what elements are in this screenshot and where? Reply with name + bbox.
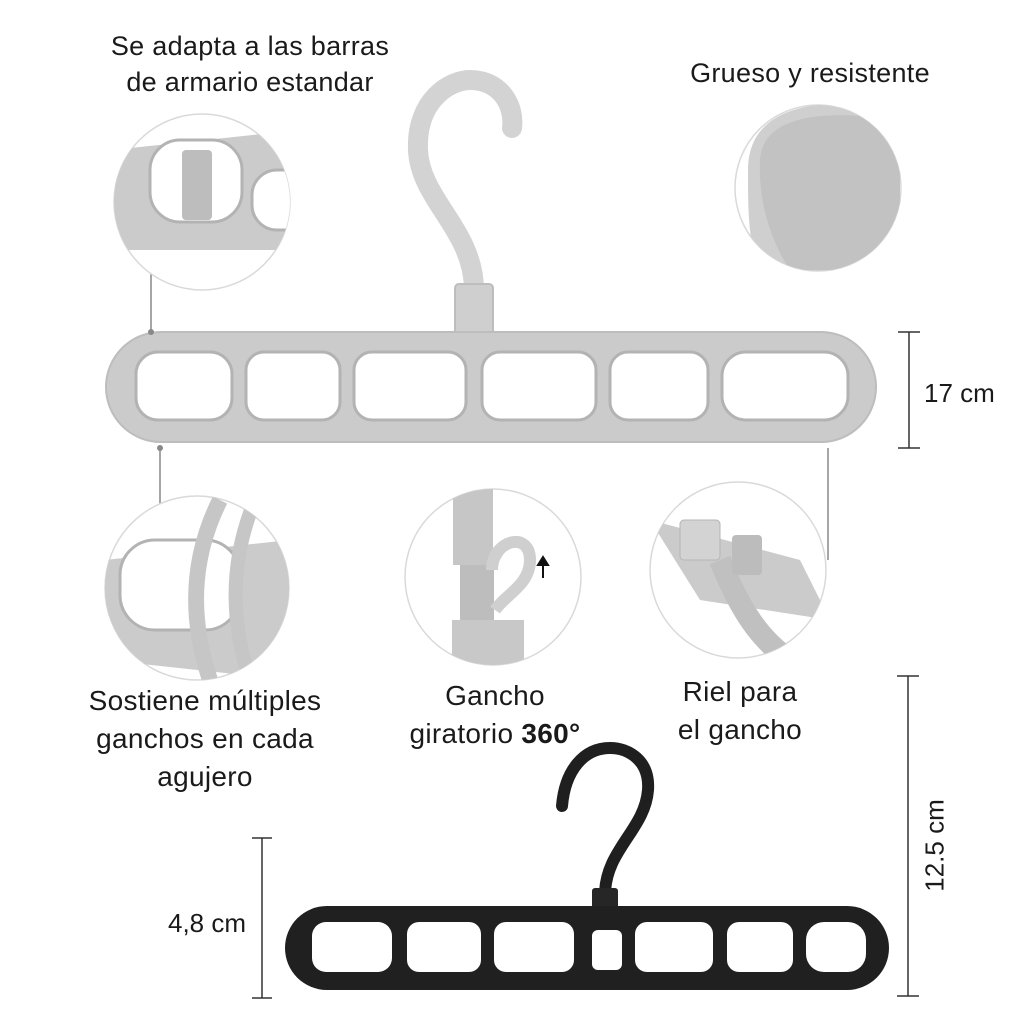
dimension-4-8cm-marker bbox=[252, 837, 272, 999]
swivel-line-1: Gancho bbox=[445, 680, 545, 711]
grey-hole bbox=[244, 350, 342, 422]
black-hook-icon bbox=[556, 741, 655, 901]
swivel-label: Gancho giratorio 360° bbox=[380, 677, 610, 753]
multiple-line-2: ganchos en cada bbox=[96, 723, 314, 754]
rail-label: Riel para el gancho bbox=[640, 673, 840, 749]
multiple-line-3: agujero bbox=[157, 761, 253, 792]
closet-rod-line-1: Se adapta a las barras bbox=[110, 31, 390, 61]
grey-hole bbox=[720, 350, 850, 422]
rail-line-1: Riel para bbox=[682, 676, 798, 707]
swivel-degrees: 360° bbox=[521, 718, 581, 749]
detail-circle-rail bbox=[649, 481, 827, 659]
closet-rod-line-2: de armario estandar bbox=[126, 67, 374, 97]
dimension-17cm-marker bbox=[898, 331, 920, 449]
grey-hole bbox=[608, 350, 710, 422]
black-hanger bbox=[285, 741, 889, 990]
height-small-label: 4,8 cm bbox=[168, 908, 247, 938]
rail-line-2: el gancho bbox=[677, 714, 803, 745]
dimension-12-5cm-marker bbox=[897, 675, 919, 997]
detail-circle-thick bbox=[734, 104, 902, 272]
up-arrow-icon bbox=[536, 555, 550, 578]
multiple-label: Sostiene múltiples ganchos en cada aguje… bbox=[50, 682, 360, 796]
grey-hole bbox=[480, 350, 598, 422]
swivel-line-2: giratorio bbox=[409, 718, 514, 749]
height-total-label: 12.5 cm bbox=[919, 799, 950, 892]
detail-circle-swivel bbox=[404, 488, 582, 666]
grey-hook-icon bbox=[407, 69, 523, 300]
grey-hanger bbox=[105, 69, 877, 443]
grey-hole bbox=[134, 350, 234, 422]
closet-rod-label: Se adapta a las barras de armario estand… bbox=[70, 28, 430, 100]
detail-circle-closet-rod bbox=[113, 113, 291, 291]
grey-hole bbox=[352, 350, 468, 422]
detail-circle-multiple bbox=[104, 495, 290, 681]
height-large-label: 17 cm bbox=[924, 378, 995, 408]
thick-label: Grueso y resistente bbox=[690, 58, 930, 88]
multiple-line-1: Sostiene múltiples bbox=[88, 685, 322, 716]
